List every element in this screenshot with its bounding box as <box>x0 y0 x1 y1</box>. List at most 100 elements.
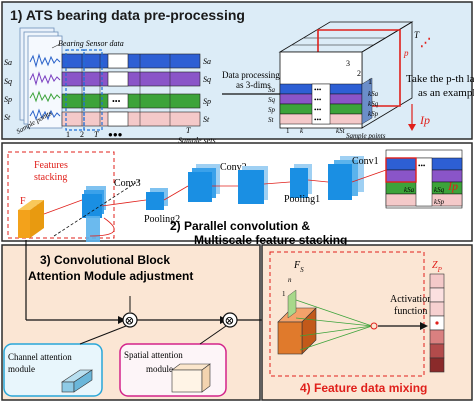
panel-4: FS n 1 Activation function ZP <box>261 244 473 401</box>
strip-row-sq <box>61 71 201 87</box>
conv3-stack <box>82 186 106 242</box>
signal-wave-st <box>29 108 61 121</box>
strip-cell-st-white <box>107 111 129 127</box>
index-ellipsis: ●●● <box>108 130 123 139</box>
conv2-label: Conv2 <box>220 162 247 173</box>
spatial-attention-line1: Spatial attention <box>124 350 183 360</box>
row-label-st: St <box>4 113 11 122</box>
signal-wave-sp <box>29 90 61 103</box>
activation-arrow-head <box>420 322 428 330</box>
spatial-map-front <box>171 369 203 393</box>
zp-dot <box>435 321 439 325</box>
strip-cell-sa-white <box>107 53 129 69</box>
f-stack-side <box>30 200 44 238</box>
cube-label-t: T <box>414 30 420 40</box>
input-matrix: ••• kSa kSq kSp <box>385 149 463 209</box>
panel-2-title-line2: Multiscale feature stacking <box>194 233 347 247</box>
zp-vector <box>429 273 445 373</box>
cube-ellipsis-4: ••• <box>314 116 322 124</box>
strip-row-st <box>61 111 201 127</box>
cube-row-label-sp: Sp <box>268 106 276 114</box>
cube-label-2: 2 <box>357 69 361 78</box>
cube-label-3: 3 <box>346 59 350 68</box>
example-text-line1: Take the p-th layer <box>406 73 474 85</box>
pooling1-label: Pooling1 <box>284 194 320 205</box>
input-k-sp: kSp <box>434 198 445 206</box>
conv1-label: Conv1 <box>352 156 379 167</box>
connector-conv3-fstack <box>43 199 83 215</box>
one-label: 1 <box>282 290 286 298</box>
zp-label: ZP <box>432 260 443 274</box>
conv2-layer-front <box>188 172 212 202</box>
cube-bottom-kst: kSt <box>336 127 346 135</box>
pooling2-label: Pooling2 <box>144 214 180 225</box>
sample-sets-label: Sample sets <box>178 136 216 145</box>
input-ellipsis: ••• <box>418 162 426 170</box>
activation-line1: Activation <box>390 294 432 305</box>
zp-cell-6 <box>429 343 445 359</box>
cube-row-label-sa: Sa <box>268 86 276 94</box>
conv1-layer-front <box>328 164 352 200</box>
window-2-dashed <box>83 49 103 131</box>
panel-1-title: 1) ATS bearing data pre-processing <box>10 7 245 23</box>
panel-3: 3) Convolutional Block Attention Module … <box>1 240 274 401</box>
mixing-dashed-box <box>269 251 425 377</box>
zp-cell-2 <box>429 287 445 303</box>
dims-text-line1: Data processing <box>222 70 280 80</box>
connector-conv1-pool1 <box>307 179 329 183</box>
conv3-lower-stack <box>86 216 100 242</box>
pooling2-stack <box>146 188 168 210</box>
pool1-layer-front <box>290 168 308 198</box>
cube-p-label: p <box>403 48 409 58</box>
strip-label-sq: Sq <box>203 75 211 84</box>
multiply-node-1 <box>122 312 138 328</box>
connector-input-conv1 <box>351 169 387 183</box>
mixing-fan-lines <box>295 299 373 351</box>
cube-row-side <box>361 77 373 125</box>
strip-label-sa: Sa <box>203 57 211 66</box>
cube-white-column <box>311 83 331 125</box>
channel-to-multiply <box>79 325 127 345</box>
conv2b-stack <box>238 166 268 204</box>
spatial-attention-line2: module <box>146 364 173 374</box>
spatial-map-icon <box>171 363 211 393</box>
strip-label-sp: Sp <box>203 97 211 106</box>
input-k-sq: kSq <box>434 186 445 194</box>
channel-vector-icon <box>61 369 93 393</box>
fan-line-2 <box>295 317 373 327</box>
conv3-label: Conv3 <box>114 178 141 189</box>
index-1: 1 <box>66 130 70 139</box>
spatial-to-multiply <box>199 325 227 345</box>
conv2b-layer-front <box>238 170 264 204</box>
cube-bottom-k: k <box>300 127 304 135</box>
fan-line-3 <box>299 325 373 337</box>
channel-attention-line2: module <box>8 364 35 374</box>
panel-2-ip-label: Ip <box>447 179 458 193</box>
connector-conv3-loop <box>89 217 115 237</box>
cube-ellipsis-2: ••• <box>314 96 322 104</box>
fs-block-front <box>277 321 303 355</box>
pool2-layer-front <box>146 192 164 210</box>
example-text-line2: as an example <box>418 87 474 99</box>
panel-3-title-line2: Attention Module adjustment <box>28 269 193 283</box>
input-k-sa: kSa <box>404 186 415 194</box>
multiply-symbol-2: ⊗ <box>225 314 235 328</box>
f-stack-front <box>18 210 30 238</box>
pooling1-stack <box>290 164 312 198</box>
multiply-symbol-1: ⊗ <box>125 314 135 328</box>
data-cube: ••• ••• ••• ••• 3 2 1 T p Sa Sq Sp St 1 … <box>268 21 420 140</box>
channel-vector-side <box>73 369 93 393</box>
dims-text-line2: as 3-dims <box>236 80 271 90</box>
cube-k-sq: kSq <box>368 100 379 108</box>
conv2-stack <box>188 164 220 202</box>
cbam-flow-arrowhead-1 <box>118 316 126 324</box>
dashed-guide-1 <box>53 179 141 237</box>
index-t: T <box>94 130 99 139</box>
multiply-node-2 <box>222 312 238 328</box>
sample-index-row: 1 2 T ●●● T Sample sets <box>66 126 216 145</box>
fan-line-4 <box>299 325 373 351</box>
conv-connectors <box>43 169 387 237</box>
panel-4-title: 4) Feature data mixing <box>300 381 427 395</box>
stacking-dashed-box <box>7 151 115 239</box>
cube-k-sp: kSp <box>368 110 379 118</box>
